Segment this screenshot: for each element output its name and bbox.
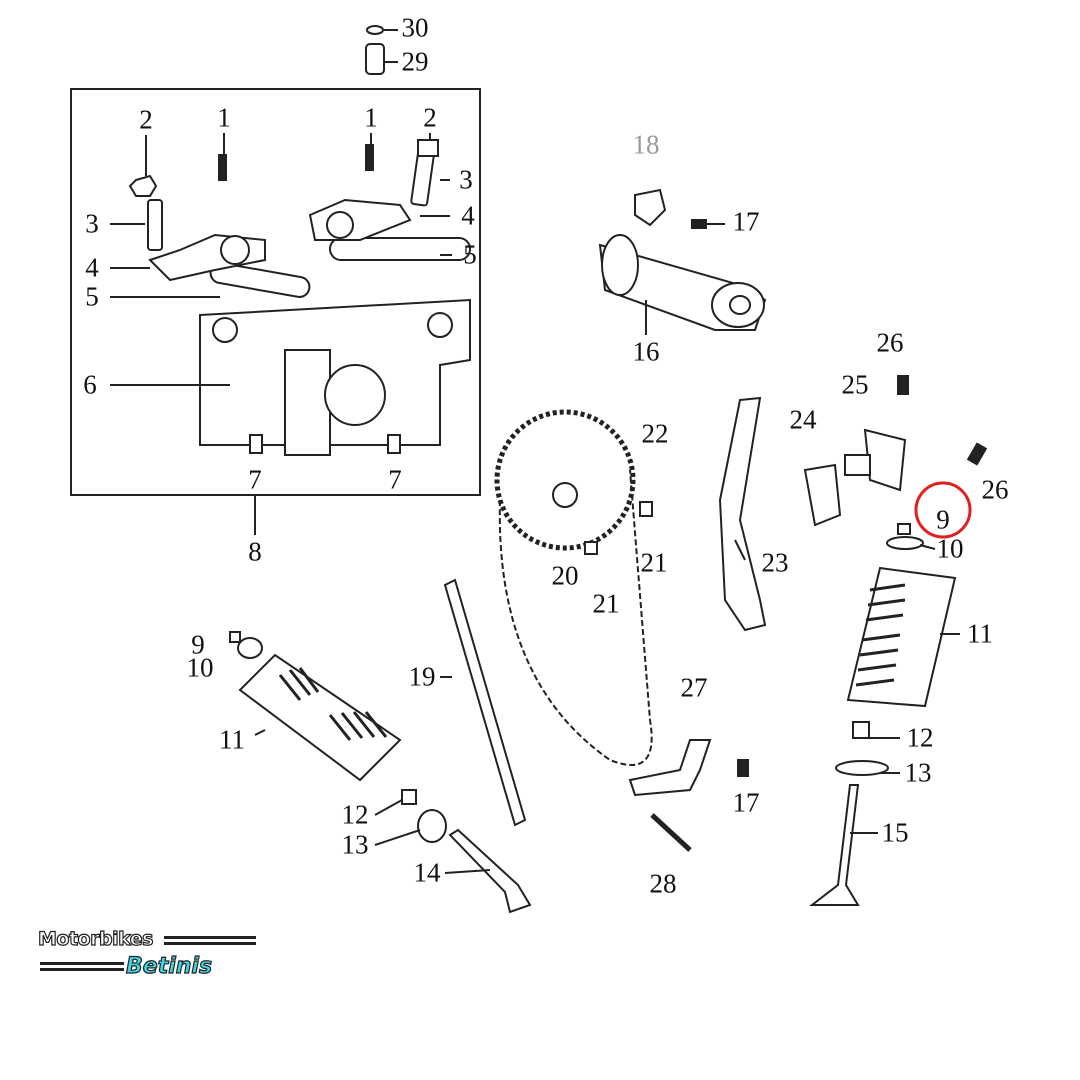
callout-7: 7	[388, 464, 402, 495]
bolt-1	[218, 154, 227, 181]
callout-3: 3	[85, 208, 99, 239]
dowel-7	[249, 434, 263, 454]
callout-11: 11	[967, 618, 993, 649]
retainer-10b	[237, 637, 263, 659]
bolt-28	[650, 813, 692, 852]
callout-25: 25	[841, 369, 869, 400]
callout-17: 17	[732, 787, 760, 818]
valve-spring-11b	[278, 667, 388, 741]
callout-11: 11	[219, 724, 245, 755]
rocker-arm-4b	[308, 198, 412, 241]
callout-27: 27	[680, 672, 708, 703]
nut-2b	[417, 139, 439, 157]
callout-17: 17	[732, 206, 760, 237]
callout-28: 28	[649, 868, 677, 899]
logo-stripes-bottom	[40, 962, 124, 971]
valve-15	[809, 784, 860, 906]
callout-9-highlighted: 9	[936, 504, 950, 535]
callout-15: 15	[881, 817, 909, 848]
callout-24: 24	[789, 404, 817, 435]
tensioner-slipper-23	[718, 396, 767, 632]
rocker-shaft-5b	[329, 237, 471, 261]
callout-22: 22	[641, 418, 669, 449]
callout-6: 6	[83, 369, 97, 400]
callout-7: 7	[248, 464, 262, 495]
callout-9: 9	[191, 629, 205, 660]
washer-13b	[417, 809, 447, 843]
cam-sprocket-22	[494, 409, 636, 551]
cam-chain	[498, 469, 653, 766]
callout-1: 1	[217, 102, 231, 133]
callout-10: 10	[186, 652, 214, 683]
valve-spring-11	[855, 583, 906, 687]
bolt-26	[897, 375, 909, 395]
spring-box-11	[846, 566, 957, 708]
logo-line-1: Motorbikes	[37, 927, 154, 950]
callout-3: 3	[459, 164, 473, 195]
spring-box-11b	[238, 653, 402, 782]
bolt-1b	[365, 144, 374, 171]
callout-10: 10	[936, 533, 964, 564]
callout-26: 26	[876, 327, 904, 358]
camshaft-holder-6	[199, 298, 471, 456]
cotter-9b	[229, 631, 241, 643]
callout-26: 26	[981, 474, 1009, 505]
chain-guide-19	[443, 578, 527, 827]
callout-12: 12	[341, 799, 369, 830]
nut-2	[128, 174, 158, 197]
dowel-29	[365, 43, 385, 75]
callout-4: 4	[461, 200, 475, 231]
highlight-circle	[914, 481, 972, 539]
callout-2: 2	[423, 102, 437, 133]
retainer-10	[886, 536, 924, 550]
adjuster-3b	[410, 148, 436, 207]
callout-30: 30	[401, 12, 429, 43]
callout-21: 21	[592, 588, 620, 619]
callout-19: 19	[408, 661, 436, 692]
rocker-assembly-box	[70, 88, 481, 496]
callout-2: 2	[139, 104, 153, 135]
bracket-27	[628, 739, 712, 797]
dowel-7b	[387, 434, 401, 454]
bolt-17b	[737, 759, 749, 777]
adjuster-3	[147, 199, 163, 251]
logo-line-2: Betinis	[125, 953, 213, 979]
callout-18: 18	[632, 129, 660, 160]
seal-12b	[401, 789, 417, 805]
callout-4: 4	[85, 252, 99, 283]
bolt-21	[639, 501, 653, 517]
callout-23: 23	[761, 547, 789, 578]
callout-13: 13	[341, 829, 369, 860]
callout-8: 8	[248, 536, 262, 567]
cotter-9	[897, 523, 911, 535]
washer-13	[835, 760, 889, 776]
callout-1: 1	[364, 102, 378, 133]
callout-29: 29	[401, 46, 429, 77]
o-ring-30	[366, 25, 384, 35]
bolt-26b	[966, 442, 988, 466]
seal-12	[852, 721, 870, 739]
bolt-21b	[584, 541, 598, 555]
callout-5: 5	[85, 281, 99, 312]
brand-logo: Motorbikes Betinis	[37, 927, 256, 980]
callout-21: 21	[640, 547, 668, 578]
logo-stripes-top	[164, 936, 256, 945]
callout-20: 20	[551, 560, 579, 591]
gasket-24	[803, 463, 842, 527]
callout-16: 16	[632, 336, 660, 367]
callout-5: 5	[463, 239, 477, 270]
camshaft-16	[598, 188, 767, 331]
callout-13: 13	[904, 757, 932, 788]
callout-12: 12	[906, 722, 934, 753]
callout-14: 14	[413, 857, 441, 888]
